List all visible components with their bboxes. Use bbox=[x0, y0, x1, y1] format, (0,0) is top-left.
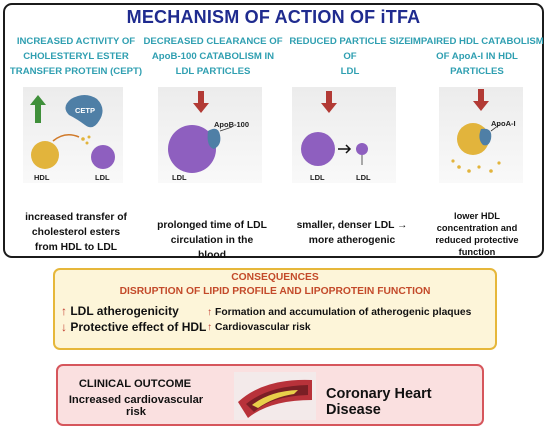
consequence-cv-risk: ↑ Cardiovascular risk bbox=[207, 322, 311, 333]
col1-desc-line2: cholesterol esters bbox=[31, 227, 121, 238]
ldl-small-label: LDL bbox=[356, 173, 371, 182]
apob-leader-line bbox=[219, 126, 233, 132]
consequence-text: Protective effect of HDL bbox=[70, 320, 207, 334]
consequences-title: CONSEQUENCES bbox=[231, 272, 319, 283]
consequences-subtitle: DISRUPTION OF LIPID PROFILE AND LIPOPROT… bbox=[119, 286, 431, 297]
large-ldl-particle-icon bbox=[301, 132, 335, 166]
col2-description: prolonged time of LDL circulation in the… bbox=[145, 218, 279, 263]
green-up-arrow-icon bbox=[30, 95, 46, 123]
apob-protein-icon bbox=[207, 128, 221, 149]
col3-desc-line1: smaller, denser LDL → bbox=[296, 220, 408, 231]
ester-dot bbox=[87, 135, 91, 139]
col4-heading: IMPAIRED HDL CATABOLISM OF ApoA-I IN HDL… bbox=[410, 34, 544, 79]
diagram-title: MECHANISM OF ACTION OF iTFA bbox=[126, 7, 421, 27]
col2-desc-line3: blood bbox=[197, 250, 227, 261]
up-arrow-icon: ↑ bbox=[207, 307, 213, 318]
ldl-size-panel: LDL LDL bbox=[292, 87, 396, 183]
coronary-heart-disease-label: Coronary Heart Disease bbox=[326, 386, 432, 418]
apoa-panel: ApoA-I bbox=[439, 87, 523, 183]
ester-dot bbox=[451, 159, 455, 163]
apob-label: ApoB-100 bbox=[214, 120, 250, 129]
col2-heading: DECREASED CLEARANCE OF ApoB-100 CATABOLI… bbox=[143, 34, 283, 79]
col1-description: increased transfer of cholesterol esters… bbox=[11, 210, 141, 255]
col1-heading-line2: CHOLESTERYL ESTER bbox=[23, 51, 129, 62]
consequence-text: Cardiovascular risk bbox=[215, 322, 311, 333]
clinical-outcome-subtitle: Increased cardiovascular risk bbox=[68, 394, 204, 418]
col3-heading-line1: REDUCED PARTICLE SIZE OF bbox=[289, 36, 411, 62]
col4-desc-line4: function bbox=[458, 247, 496, 257]
col4-desc-line2: concentration and bbox=[436, 223, 518, 233]
col1-heading: INCREASED ACTIVITY OF CHOLESTERYL ESTER … bbox=[9, 34, 143, 79]
col4-desc-line1: lower HDL bbox=[454, 211, 500, 221]
ldl-particle-icon bbox=[91, 145, 115, 169]
consequence-text: LDL atherogenicity bbox=[70, 304, 179, 318]
ester-dot bbox=[81, 137, 85, 141]
apoa-label: ApoA-I bbox=[491, 119, 516, 128]
red-down-arrow-icon bbox=[473, 89, 489, 111]
red-down-arrow-icon bbox=[193, 91, 209, 113]
col1-desc-line1: increased transfer of bbox=[25, 212, 127, 223]
col4-description: lower HDL concentration and reduced prot… bbox=[415, 210, 539, 258]
cetp-protein-icon bbox=[65, 95, 103, 128]
hdl-label: HDL bbox=[34, 173, 50, 182]
consequence-text: Formation and accumulation of atherogeni… bbox=[215, 307, 472, 318]
mechanism-box: MECHANISM OF ACTION OF iTFA INCREASED AC… bbox=[3, 3, 544, 261]
small-ldl-particle-icon bbox=[356, 143, 368, 155]
col3-heading: REDUCED PARTICLE SIZE OF LDL bbox=[283, 34, 417, 79]
consequences-box: CONSEQUENCES DISRUPTION OF LIPID PROFILE… bbox=[53, 268, 497, 350]
transfer-arrow-icon bbox=[52, 133, 80, 142]
up-arrow-icon: ↑ bbox=[61, 304, 67, 318]
consequence-ldl-atherogenicity: ↑ LDL atherogenicity bbox=[61, 304, 179, 318]
apoa-leader-line bbox=[490, 124, 500, 132]
ester-dot bbox=[85, 141, 89, 145]
ldl-large-label: LDL bbox=[310, 173, 325, 182]
col2-heading-line1: DECREASED CLEARANCE OF bbox=[143, 36, 283, 47]
ester-dot bbox=[497, 161, 501, 165]
ester-dot bbox=[467, 169, 471, 173]
col1-heading-line1: INCREASED ACTIVITY OF bbox=[16, 36, 136, 47]
col2-heading-line3: LDL PARTICLES bbox=[175, 66, 251, 77]
clinical-outcome-title: CLINICAL OUTCOME bbox=[78, 378, 192, 390]
ester-dot bbox=[457, 165, 461, 169]
hdl-particle-icon bbox=[31, 141, 59, 169]
artery-icon bbox=[234, 372, 316, 420]
ldl-label: LDL bbox=[95, 173, 110, 182]
col2-heading-line2: ApoB-100 CATABOLISM IN bbox=[151, 51, 275, 62]
ester-dot bbox=[477, 165, 481, 169]
cetp-label: CETP bbox=[75, 106, 96, 115]
col4-desc-line3: reduced protective bbox=[435, 235, 519, 245]
up-arrow-icon: ↑ bbox=[207, 322, 213, 333]
col4-heading-line2: OF ApoA-I IN HDL PARTICLES bbox=[436, 51, 518, 77]
col4-heading-line1: IMPAIRED HDL CATABOLISM bbox=[410, 36, 544, 47]
ester-dot bbox=[489, 169, 493, 173]
apoa-protein-icon bbox=[479, 128, 492, 146]
down-arrow-icon: ↓ bbox=[61, 320, 67, 334]
col2-desc-line2: circulation in the bbox=[170, 235, 254, 246]
col3-heading-line2: LDL bbox=[340, 66, 360, 77]
col1-desc-line3: from HDL to LDL bbox=[34, 242, 118, 253]
apob-panel: ApoB-100 LDL bbox=[158, 87, 262, 183]
clinical-outcome-box: CLINICAL OUTCOME Increased cardiovascula… bbox=[56, 364, 484, 426]
col3-description: smaller, denser LDL → more atherogenic bbox=[285, 218, 419, 248]
consequence-hdl-protective: ↓ Protective effect of HDL bbox=[61, 320, 206, 334]
ldl-label: LDL bbox=[172, 173, 187, 182]
cetp-panel: CETP HDL LDL bbox=[23, 87, 123, 183]
red-down-arrow-icon bbox=[321, 91, 337, 113]
shrink-arrow-icon bbox=[338, 144, 352, 154]
col3-desc-line2: more atherogenic bbox=[308, 235, 396, 246]
col2-desc-line1: prolonged time of LDL bbox=[157, 220, 267, 231]
col1-heading-line3: TRANSFER PROTEIN (CEPT) bbox=[9, 66, 143, 77]
consequence-plaques: ↑ Formation and accumulation of atheroge… bbox=[207, 307, 471, 318]
ldl-particle-icon bbox=[168, 125, 216, 173]
